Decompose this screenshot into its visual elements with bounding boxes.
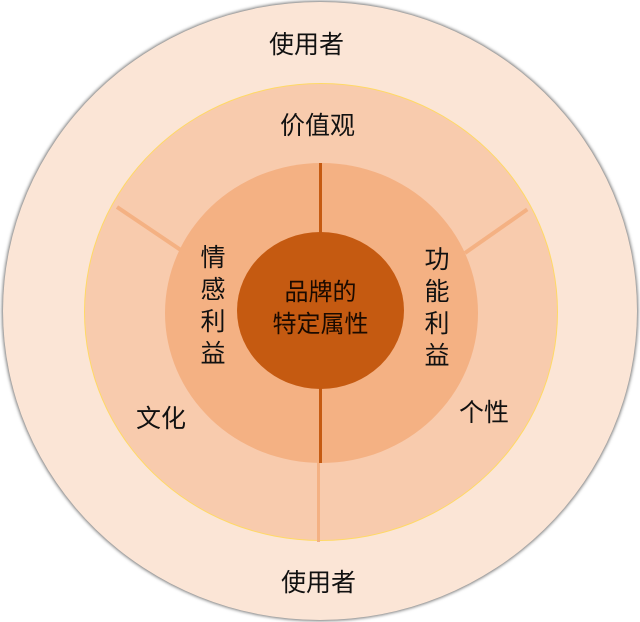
- center-label: 品牌的 特定属性: [237, 276, 404, 340]
- label-culture: 文化: [136, 404, 187, 433]
- divider-middle-bottom: [319, 388, 322, 463]
- divider-middle-top: [319, 163, 322, 233]
- center-brand-attributes: [237, 232, 404, 389]
- center-label-line1: 品牌的: [284, 278, 357, 306]
- label-users-top: 使用者: [269, 30, 345, 59]
- center-label-line2: 特定属性: [272, 310, 369, 338]
- label-users-bottom: 使用者: [281, 568, 357, 597]
- label-emotional-benefits: 情感利益: [200, 243, 226, 368]
- label-functional-benefits: 功能利益: [424, 245, 450, 370]
- label-values: 价值观: [280, 111, 356, 140]
- label-personality: 个性: [459, 398, 510, 427]
- divider-third-bottom: [317, 462, 320, 542]
